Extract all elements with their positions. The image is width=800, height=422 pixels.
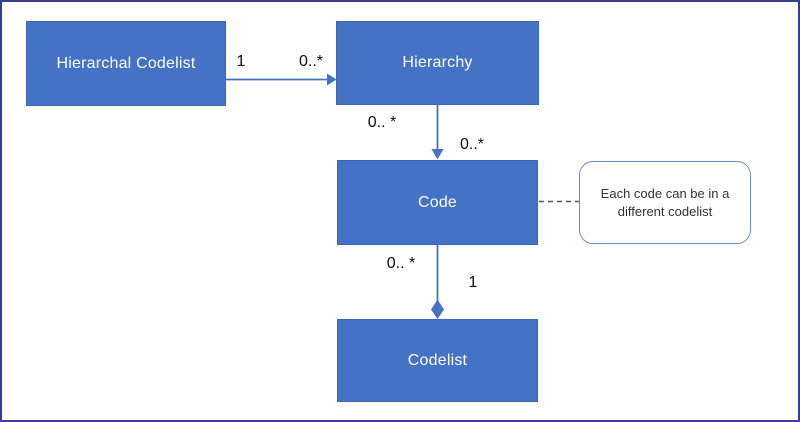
arrowhead-icon [431,149,444,160]
multiplicity-label-hierarchy-target: 0..* [298,53,324,70]
multiplicity-label-code-target: 0..* [459,136,485,153]
node-label: Codelist [407,351,468,369]
node-code: Code [337,160,538,245]
node-label: Hierarchal Codelist [56,54,196,72]
node-label: Code [417,193,458,211]
node-label: Hierarchy [402,54,473,71]
callout-text-line2: different codelist [617,203,713,219]
node-hierarchy: Hierarchy [336,21,539,105]
multiplicity-label-code-source: 0.. * [386,255,416,272]
node-codelist: Codelist [337,319,538,402]
multiplicity-label-hierarchy-source: 0.. * [367,114,397,131]
aggregation-diamond-icon [431,299,444,319]
multiplicity-label-hc-source: 1 [236,53,246,70]
node-hierarchal-codelist: Hierarchal Codelist [26,21,226,106]
multiplicity-label-codelist-target: 1 [468,274,478,291]
callout-note: Each code can be in a different codelist [579,161,751,244]
callout-text-line1: Each code can be in a [600,185,730,201]
